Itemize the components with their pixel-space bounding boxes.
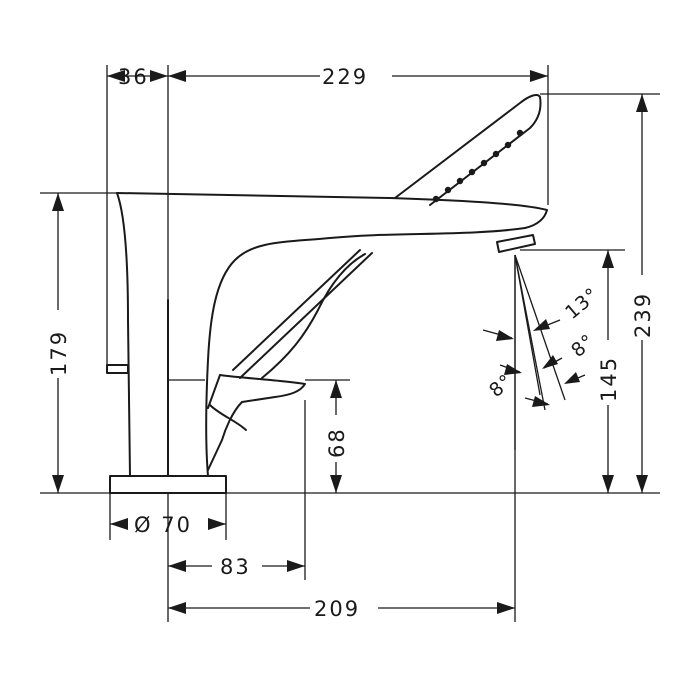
dim-209: 209 <box>168 597 515 621</box>
dim-83: 83 <box>168 555 305 579</box>
angle-8-middle-label: 8° <box>567 330 599 362</box>
dim-diameter-70: Ø 70 <box>110 513 226 537</box>
dim-83-label: 83 <box>220 555 251 579</box>
spout-top <box>116 192 548 229</box>
angle-13-label: 13° <box>561 283 603 323</box>
hand-shower-head <box>394 94 542 206</box>
dim-239: 239 <box>631 94 655 493</box>
extension-lines <box>40 65 660 622</box>
hose-upper <box>232 249 361 371</box>
hose-lower <box>239 252 373 379</box>
dim-68-label: 68 <box>325 427 349 458</box>
dim-209-label: 209 <box>314 597 360 621</box>
spray-nozzles <box>432 129 524 203</box>
lever-ring <box>209 404 247 431</box>
dim-36-label: 36 <box>118 65 149 89</box>
base-plate <box>109 475 227 494</box>
dim-68: 68 <box>325 380 349 493</box>
spout-underside <box>205 227 526 477</box>
dim-179-label: 179 <box>47 330 71 376</box>
spray-angle-lines <box>514 254 566 450</box>
dim-145-label: 145 <box>597 356 621 402</box>
dim-179: 179 <box>47 193 71 493</box>
dim-diameter-70-label: Ø 70 <box>134 513 192 537</box>
lever-handle <box>207 374 306 471</box>
dim-229-label: 229 <box>322 65 368 89</box>
faucet-body <box>106 192 548 494</box>
dim-36: 36 <box>107 65 168 89</box>
dim-239-label: 239 <box>631 292 655 338</box>
hand-shower <box>232 94 542 379</box>
side-knob <box>106 364 129 374</box>
angle-markers <box>482 319 586 407</box>
dim-229: 229 <box>168 65 548 89</box>
mixer-lever <box>207 374 306 471</box>
arch-inner <box>261 253 366 379</box>
outlet-nozzle <box>496 234 536 253</box>
angle-8-inner-label: 8° <box>485 370 517 402</box>
dim-145: 145 <box>597 250 621 493</box>
body-front-edge <box>116 192 131 477</box>
